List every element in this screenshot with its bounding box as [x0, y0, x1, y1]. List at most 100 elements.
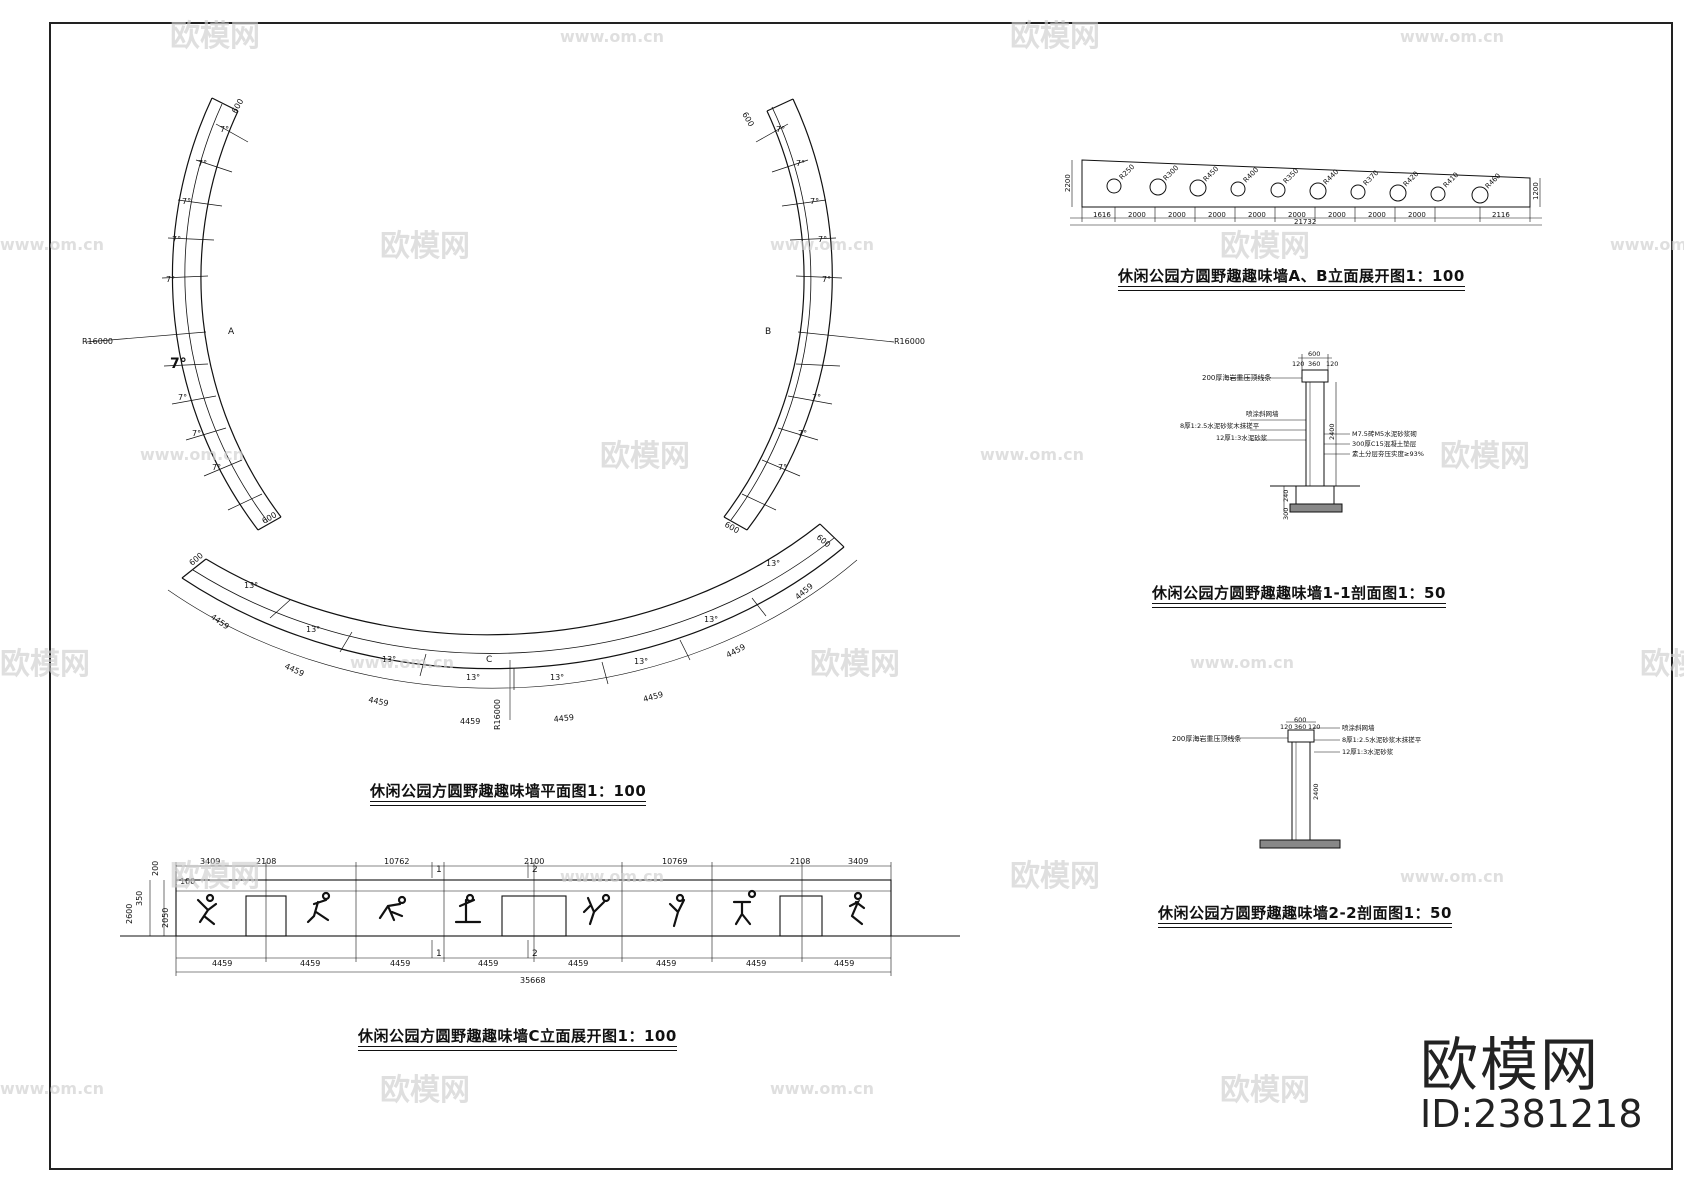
- elev-ab-right-height: 1200: [1532, 182, 1540, 200]
- plan-seg-angle-c: 13°: [550, 673, 564, 682]
- watermark-brand: 欧模网: [1010, 19, 1100, 54]
- brand-logo: 欧模网: [1420, 1031, 1601, 1099]
- watermark-url: www.om.cn: [1400, 867, 1504, 886]
- plan-arc-length: 4459: [460, 717, 480, 726]
- sec11-height: 2400: [1328, 423, 1336, 440]
- plan-arc-length: 4459: [794, 582, 815, 602]
- brand-id: ID:2381218: [1420, 1092, 1643, 1136]
- section-mark: 2: [532, 865, 538, 875]
- elev-ab-bottom-dim: 2000: [1288, 211, 1306, 219]
- caption-plan: 休闲公园方圆野趣趣味墙平面图1：100: [370, 780, 647, 806]
- elevation-ab: [1070, 159, 1542, 226]
- arc-a-inner: [200, 110, 282, 518]
- watermark-url: www.om.cn: [980, 445, 1084, 464]
- elev-ab-bottom-dim: 2116: [1492, 211, 1510, 219]
- watermark-brand: 欧模网: [170, 19, 260, 54]
- drawing-frame: [49, 22, 1673, 1170]
- plan-seg-angle: 7°: [212, 463, 221, 472]
- figure-pictogram: [306, 898, 330, 924]
- elev-ab-bottom-dim: 2000: [1208, 211, 1226, 219]
- caption-elevation-ab: 休闲公园方圆野趣趣味墙A、B立面展开图1：100: [1118, 265, 1465, 291]
- plan-seg-angle: 7°: [220, 125, 229, 134]
- plan-width-top-left: 600: [230, 97, 245, 115]
- elev-ab-bottom-dim: 2000: [1248, 211, 1266, 219]
- sec22-top-dim: 360: [1294, 723, 1306, 731]
- watermark-url: www.om.cn: [140, 445, 244, 464]
- sec22-label: 喷涂斜网墙: [1342, 723, 1375, 732]
- elev-ab-total: 21732: [1294, 218, 1316, 226]
- arc-b-mid: [730, 106, 812, 521]
- elev-ab-radius: R460: [1484, 172, 1503, 191]
- elev-c-bottom-dim: 4459: [834, 959, 854, 968]
- sec11-base: [1289, 503, 1343, 513]
- watermark-url: www.om.cn: [560, 867, 664, 886]
- watermark-brand: 欧模网: [0, 647, 90, 682]
- plan-radius-right: R16000: [894, 337, 925, 346]
- arc-b-outer: [723, 110, 805, 518]
- sec11-footing: [1295, 485, 1335, 505]
- sec22-label: 200厚海岩重压顶线条: [1172, 734, 1241, 743]
- sec11-label: M7.5砖M5水泥砂浆砌: [1352, 429, 1417, 438]
- arc-a-outer: [171, 97, 259, 531]
- plan-arc-length: 4459: [368, 695, 390, 708]
- plan-arc-length: 4459: [553, 713, 574, 724]
- sec11-top-dim: 120: [1326, 360, 1338, 368]
- watermark-url: www.om.cn: [1610, 235, 1684, 254]
- elev-ab-bottom-dim: 2000: [1168, 211, 1186, 219]
- section-2-2-annotations: 600 120 360 120 200厚海岩重压顶线条 喷涂斜网墙 8厚1:2.…: [1172, 716, 1422, 800]
- caption-elevation-c-text: 休闲公园方圆野趣趣味墙C立面展开图1：100: [358, 1027, 677, 1045]
- sec22-height: 2400: [1312, 783, 1320, 800]
- watermark-brand: 欧模网: [1440, 439, 1530, 474]
- plan-radius-left: R16000: [82, 337, 113, 346]
- sec11-wall: [1305, 381, 1325, 487]
- figure-pictogram: [668, 898, 686, 928]
- arc-c-outer: [181, 546, 845, 670]
- caption-plan-text: 休闲公园方圆野趣趣味墙平面图1：100: [370, 782, 647, 800]
- elev-ab-radius: R400: [1242, 166, 1261, 185]
- elevation-c-annotations: 3409 2108 10762 2100 10769 2108 3409 445…: [125, 857, 868, 985]
- elev-c-top-dim: 10762: [384, 857, 409, 866]
- plan-seg-angle: 7°: [166, 275, 175, 284]
- plan-width-mid-right: 600: [723, 520, 741, 535]
- arc-c-mid: [192, 537, 835, 654]
- sec11-label: 200厚海岩重压顶线条: [1202, 373, 1271, 382]
- elev-ab-radius: R450: [1202, 165, 1221, 184]
- section-2-2: [1226, 721, 1341, 849]
- watermark-brand: 欧模网: [380, 1073, 470, 1108]
- watermark-brand: 欧模网: [1220, 1073, 1310, 1108]
- plan-arc-length: 4459: [642, 690, 664, 704]
- plan-seg-angle-c: 13°: [634, 657, 648, 666]
- sec22-label: 12厚1:3水泥砂浆: [1342, 747, 1394, 756]
- plan-seg-angle: 7°: [182, 197, 191, 206]
- watermark-url: www.om.cn: [560, 27, 664, 46]
- plan-seg-angle: 7°: [796, 159, 805, 168]
- caption-elevation-c: 休闲公园方圆野趣趣味墙C立面展开图1：100: [358, 1025, 677, 1051]
- watermark-brand: 欧模网: [1220, 229, 1310, 264]
- plan-seg-angle-c: 13°: [306, 625, 320, 634]
- plan-seg-angle: 7°: [798, 429, 807, 438]
- elev-c-opening: [779, 895, 823, 937]
- plan-arc-length: 4459: [283, 662, 305, 679]
- plan-seg-angle: 7°: [810, 197, 819, 206]
- plan-seg-angle-c: 13°: [466, 673, 480, 682]
- figure-pictogram: [732, 900, 752, 926]
- elev-ab-bottom-dim: 2000: [1408, 211, 1426, 219]
- elev-c-top-dim: 2108: [790, 857, 810, 866]
- elevation-c: [120, 862, 960, 976]
- arc-a-mid: [184, 103, 269, 523]
- elev-c-left-dim: 2600: [125, 904, 134, 924]
- elev-ab-radius: R300: [1162, 164, 1181, 183]
- elev-c-bottom-dim: 4459: [478, 959, 498, 968]
- watermark-url: www.om.cn: [0, 235, 104, 254]
- elev-c-top-dim: 2100: [524, 857, 544, 866]
- watermark-url: www.om.cn: [770, 235, 874, 254]
- watermark-brand: 欧模网: [810, 647, 900, 682]
- elev-c-top-dim: 3409: [200, 857, 220, 866]
- elev-c-wall: [175, 879, 892, 937]
- sec11-height: 240: [1282, 490, 1290, 502]
- plan-angle-7: 7°: [170, 356, 187, 372]
- sec11-label: 12厚1:3水泥砂浆: [1216, 433, 1268, 442]
- sec11-label: 素土分层夯压实度≥93%: [1352, 449, 1424, 458]
- figure-pictogram: [582, 896, 606, 926]
- elev-c-bottom-dim: 4459: [568, 959, 588, 968]
